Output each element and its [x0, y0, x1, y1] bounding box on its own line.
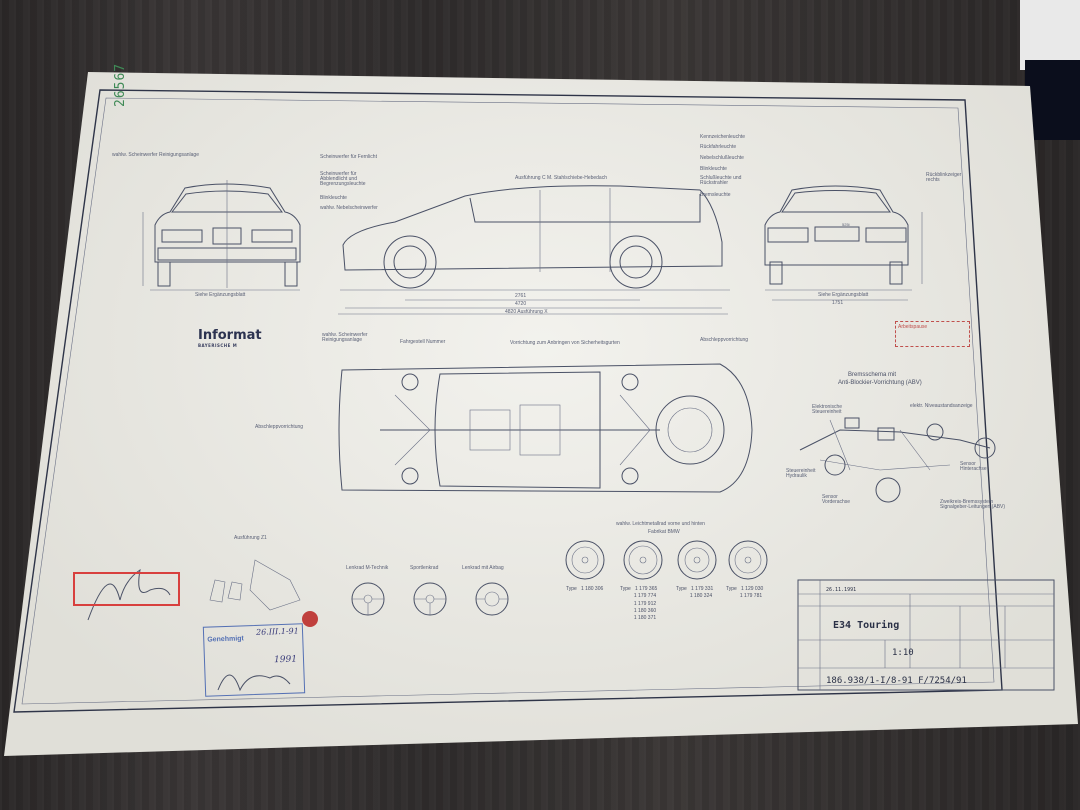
- rear-label-tail: Schlußleuchte und Rückstrahler: [700, 175, 742, 186]
- rear-label-fog: Nebelschlußleuchte: [700, 155, 744, 161]
- plan-label-tow-rear: Abschleppvorrichtung: [700, 337, 749, 343]
- blue-approval-stamp: 26.III.1-91 Genehmigt 1991: [202, 623, 306, 697]
- wheel-rims: [565, 540, 768, 580]
- title-block-date: 26.11.1991: [826, 587, 857, 593]
- dealer-stamp-title: Informat: [198, 328, 262, 343]
- red-approval-stamp: Arbeitspause: [895, 321, 970, 347]
- steering-label-mtech: Lenkrad M-Technik: [346, 565, 389, 571]
- red-seal: [302, 611, 318, 627]
- inner-frame: [21, 97, 995, 705]
- wheel-type-4: Type 1 129 030 1 179 781: [726, 586, 764, 600]
- front-label-washer: wahlw. Scheinwerfer Reinigungsanlage: [112, 152, 199, 158]
- background-wall: [1020, 0, 1080, 70]
- plan-label-washer: wahlw. Scheinwerfer Reinigungsanlage: [322, 332, 368, 343]
- side-dim-bottom: 4820 Ausführung X: [505, 309, 548, 315]
- blueprint-sheet: [4, 72, 1078, 756]
- side-view: [338, 185, 730, 315]
- side-label-roof: Ausführung C M. Stahlschiebe-Hebedach: [515, 175, 607, 181]
- abs-label-rear-sensor: Sensor Hinterachse: [960, 461, 987, 472]
- dealer-stamp: Informat BAYERISCHE M: [198, 328, 262, 348]
- front-view: [142, 180, 301, 291]
- rear-bottom-label: Siehe Ergänzungsblatt: [818, 292, 869, 298]
- wheel-type-2: Type 1 179 365 1 179 774 1 179 912 1 180…: [620, 586, 658, 621]
- rear-dim-width: 1751: [832, 300, 844, 306]
- side-dim-wheelbase: 2761: [515, 293, 527, 299]
- title-block-drawing-number: 186.938/1-I/8-91 F/7254/91: [826, 676, 967, 686]
- rear-label-indicator: Blinkleuchte: [700, 166, 727, 172]
- front-label-fog: wahlw. Nebelscheinwerfer: [320, 205, 378, 211]
- rear-label-brake: Bremsleuchte: [700, 192, 731, 198]
- wheels-header-sub: Fabrikat BMW: [648, 529, 680, 535]
- document-number: 26567: [113, 62, 128, 107]
- background-chair: [1025, 60, 1080, 140]
- plan-label-tow-front: Abschleppvorrichtung: [255, 424, 304, 430]
- dealer-stamp-subtitle: BAYERISCHE M: [198, 343, 238, 348]
- abs-diagram: [799, 417, 996, 503]
- steering-wheels: [351, 582, 509, 616]
- outer-frame: [13, 89, 1003, 713]
- side-dim-total: 4720: [515, 301, 527, 307]
- steering-label-airbag: Lenkrad mit Airbag: [462, 565, 504, 571]
- abs-title: Bremsschema mit: [848, 372, 897, 378]
- plan-view: [338, 363, 753, 493]
- title-block-scale: 1:10: [892, 648, 914, 658]
- plan-label-belts: Vorrichtung zum Anbringen von Sicherheit…: [510, 340, 620, 346]
- rear-label-repeater: Rückblinkzeiger rechts: [926, 172, 962, 183]
- title-block: [797, 579, 1055, 691]
- abs-label-ecu: Elektronische Steuereinheit: [812, 404, 843, 415]
- front-label-highbeam: Scheinwerfer für Fernlicht: [320, 154, 377, 160]
- rear-label-plate: Kennzeichenleuchte: [700, 134, 746, 140]
- abs-label-hydraulic: Steuereinheit Hydraulik: [786, 468, 816, 479]
- wheel-type-3: Type 1 179 331 1 180 324: [676, 586, 714, 600]
- abs-label-level: elektr. Niveaustandsanzeige: [910, 403, 973, 409]
- abs-label-circuit: Zweikreis-Bremssystem Signalgeber-Leitun…: [940, 499, 1006, 510]
- title-block-title: E34 Touring: [833, 620, 900, 631]
- pedal-detail: [209, 559, 301, 611]
- red-signature-box: [73, 572, 180, 606]
- rear-view: [764, 185, 923, 301]
- blue-stamp-date: 1991: [273, 654, 298, 666]
- abs-label-front-sensor: Sensor Vorderachse: [822, 494, 851, 505]
- signature-left: [87, 568, 171, 621]
- rear-label-reverse: Rückfahrleuchte: [700, 144, 737, 150]
- front-bottom-label: Siehe Ergänzungsblatt: [195, 292, 246, 298]
- front-label-indicator: Blinkleuchte: [320, 195, 347, 201]
- abs-subtitle: Anti-Blockier-Vorrichtung (ABV): [838, 380, 922, 386]
- wheel-type-1: Type 1 180 306: [566, 586, 604, 592]
- detail-label: Ausführung Z1: [234, 535, 267, 541]
- steering-label-sport: Sportlenkrad: [410, 565, 439, 571]
- signature-stamp: [217, 674, 291, 692]
- front-label-lowbeam: Scheinwerfer für Abblendlicht und Begren…: [320, 171, 366, 187]
- blue-stamp-handwritten-date: 26.III.1-91: [255, 626, 299, 637]
- plan-label-chassis: Fahrgestell Nummer: [400, 339, 446, 345]
- rear-badge: 525i: [842, 222, 850, 227]
- wheels-header: wahlw. Leichtmetallrad vorne und hinten: [616, 521, 705, 527]
